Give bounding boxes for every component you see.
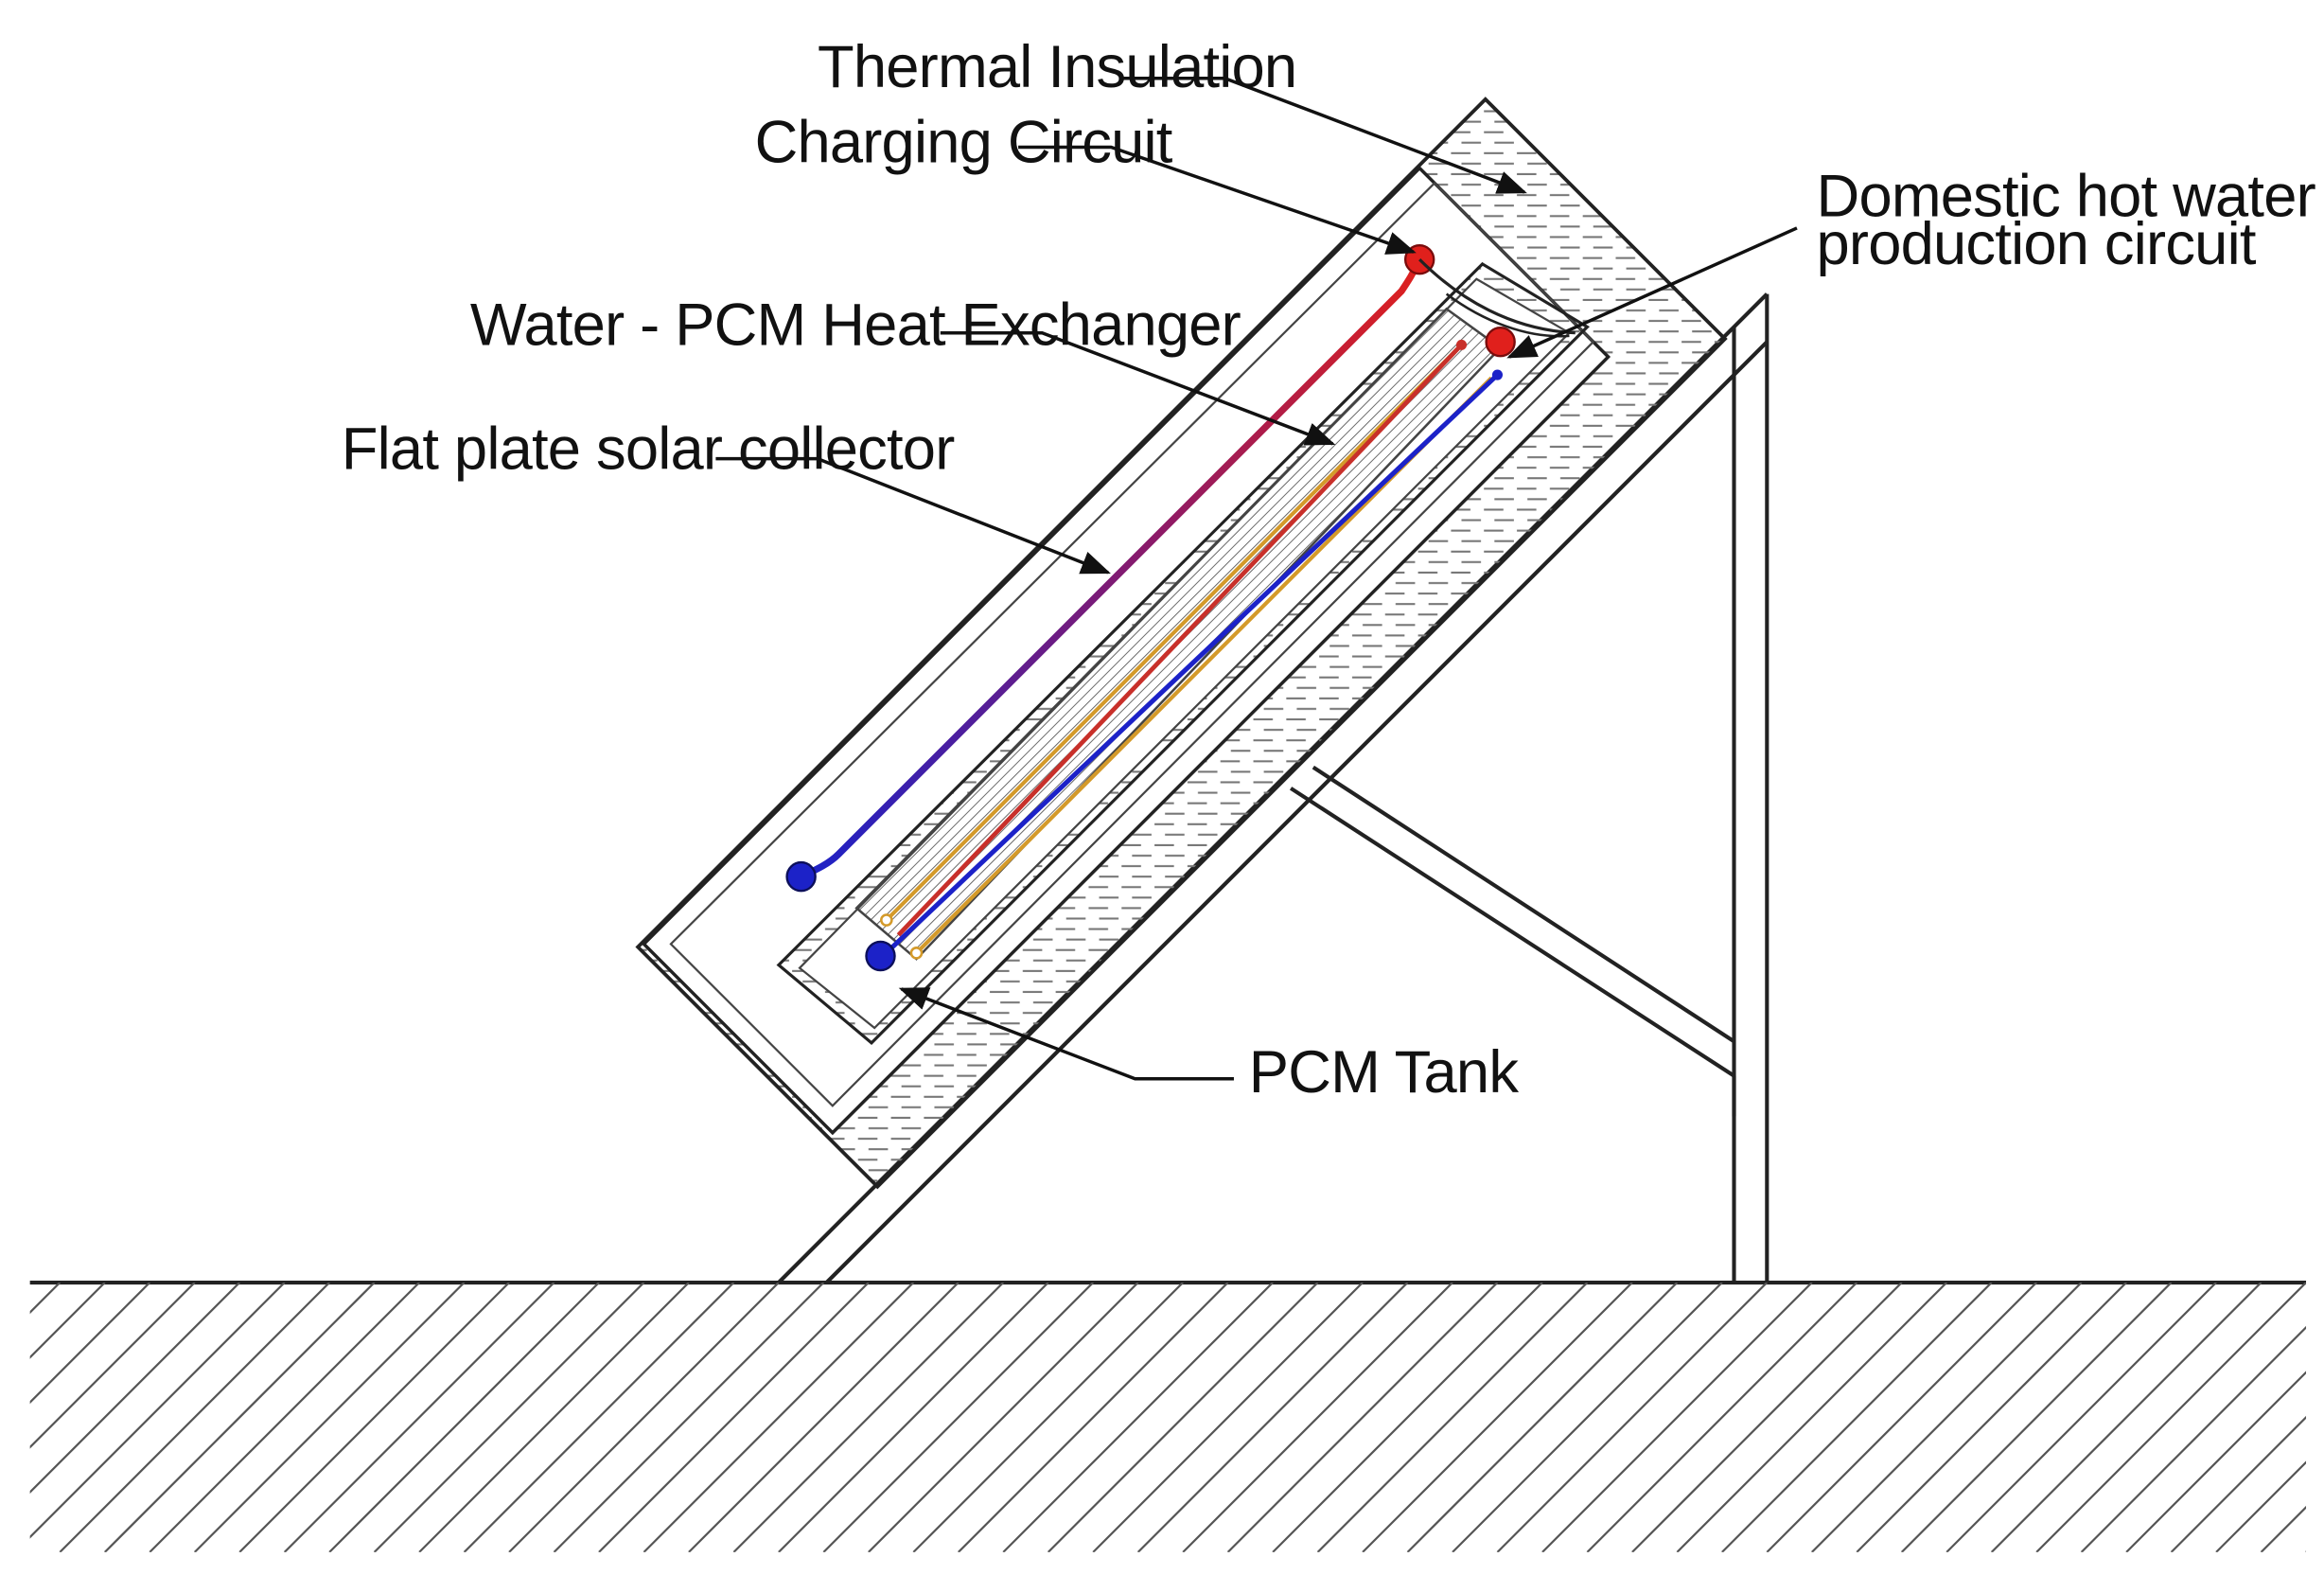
ground-hatch-line	[2215, 1460, 2307, 1552]
label-pcm-tank: PCM Tank	[1249, 1039, 1520, 1106]
ground-hatch-line	[1136, 1283, 1409, 1552]
ground-hatch-line	[1586, 1283, 1858, 1552]
ground-hatch-line	[463, 1283, 735, 1552]
label-charging-circuit: Charging Circuit	[755, 109, 1173, 175]
label-dhw-line2: production circuit	[1817, 211, 2257, 277]
ground-hatch-line	[1316, 1283, 1589, 1552]
ground-hatch-line	[958, 1283, 1229, 1552]
ground-hatch-line	[868, 1283, 1139, 1552]
ground-hatch-line	[328, 1283, 600, 1552]
ground-hatch-line	[1945, 1283, 2217, 1552]
ground-hatch-line	[1406, 1283, 1679, 1552]
ground-hatch-line	[29, 1283, 240, 1495]
ground-hatch-line	[778, 1283, 1049, 1552]
ground-hatch-line	[2080, 1325, 2307, 1552]
ground-hatch-line	[2170, 1415, 2307, 1552]
ground-hatch-line	[29, 1283, 106, 1359]
ground-hatch-line	[1856, 1283, 2127, 1552]
ground-hatch-line	[59, 1283, 330, 1552]
ground-hatch-line	[29, 1283, 151, 1405]
ground-hatch-line	[238, 1283, 510, 1552]
ground-hatch-line	[1092, 1283, 1364, 1552]
ground-hatch-line	[732, 1283, 1005, 1552]
ground-hatch-line	[1496, 1283, 1769, 1552]
ground-hatch-line	[598, 1283, 870, 1552]
ground-hatch-line	[822, 1283, 1094, 1552]
ground-hatch-line	[193, 1283, 466, 1552]
ground-hatch-line	[1811, 1283, 2083, 1552]
ground-hatch-line	[0, 1283, 15, 1552]
ground-hatch-line	[1272, 1283, 1543, 1552]
ground-hatch-line	[1721, 1283, 1993, 1552]
label-dhw-line1: Domestic hot water	[1817, 163, 2316, 229]
ground-hatch-line	[1631, 1283, 1903, 1552]
ground-hatch-line	[283, 1283, 555, 1552]
ground-hatch-line	[643, 1283, 915, 1552]
ground-hatch-line	[2125, 1371, 2307, 1552]
label-thermal-insulation: Thermal Insulation	[818, 34, 1296, 100]
ground-hatch-line	[1990, 1283, 2262, 1552]
ground	[0, 1280, 2307, 1552]
ground-hatch-line	[29, 1283, 62, 1315]
label-water-pcm-heat-exchanger: Water - PCM Heat Exchanger	[470, 292, 1241, 358]
dhw-hot-outlet	[1485, 326, 1516, 358]
ground-hatch-line	[912, 1283, 1184, 1552]
ground-hatch-line	[373, 1283, 645, 1552]
ground-hatch-line	[1676, 1283, 1947, 1552]
ground-hatch	[0, 1283, 2307, 1552]
ground-hatch-line	[29, 1283, 286, 1539]
ground-hatch-line	[1900, 1283, 2173, 1552]
ground-hatch-line	[103, 1283, 376, 1552]
label-flat-plate-solar-collector: Flat plate solar collector	[342, 416, 955, 483]
charging-cold-port	[785, 860, 817, 893]
ground-hatch-line	[149, 1283, 420, 1552]
dhw-circuit	[865, 326, 1516, 972]
ground-hatch-line	[553, 1283, 825, 1552]
ground-hatch-line	[1766, 1283, 2037, 1552]
ground-hatch-line	[29, 1283, 196, 1449]
ground-hatch-line	[1002, 1283, 1274, 1552]
ground-hatch-line	[1182, 1283, 1453, 1552]
ground-hatch-line	[688, 1283, 960, 1552]
ground-hatch-line	[2260, 1505, 2307, 1552]
ground-hatch-line	[1047, 1283, 1319, 1552]
labels: Thermal Insulation Charging Circuit Wate…	[342, 34, 2317, 1106]
ground-hatch-line	[1452, 1283, 1723, 1552]
ground-hatch-line	[1362, 1283, 1633, 1552]
ground-hatch-line	[508, 1283, 780, 1552]
ground-hatch-line	[2305, 1550, 2307, 1552]
ground-hatch-line	[2035, 1283, 2307, 1552]
ground-hatch-line	[418, 1283, 690, 1552]
dhw-cold-inlet	[865, 940, 896, 972]
ground-hatch-line	[1541, 1283, 1813, 1552]
ground-hatch-line	[1226, 1283, 1499, 1552]
leader-lines	[715, 76, 1798, 1081]
